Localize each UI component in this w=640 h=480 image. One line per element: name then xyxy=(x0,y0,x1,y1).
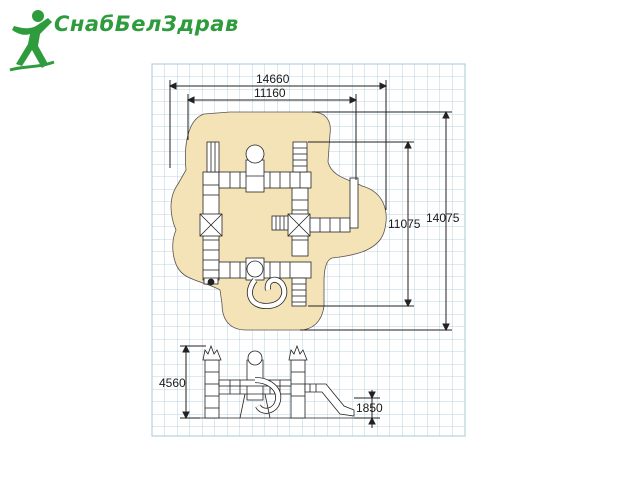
brand-name: СнабБелЗдрав xyxy=(54,12,239,36)
dim-width-total: 14660 xyxy=(256,72,290,86)
brand-logo: СнабБелЗдрав xyxy=(8,6,238,76)
elevation-dimension-lines xyxy=(180,344,380,428)
dim-width-inner: 11160 xyxy=(254,86,286,100)
dim-height-total: 4560 xyxy=(159,376,186,390)
dim-depth-total: 14075 xyxy=(426,211,460,225)
dim-depth-inner: 11075 xyxy=(388,217,421,231)
plan-structures xyxy=(199,141,359,310)
dim-platform-height: 1850 xyxy=(356,401,383,415)
gymnast-logo-icon xyxy=(9,10,55,72)
plan-dimension-lines xyxy=(168,80,452,332)
elevation-structures xyxy=(186,344,370,419)
